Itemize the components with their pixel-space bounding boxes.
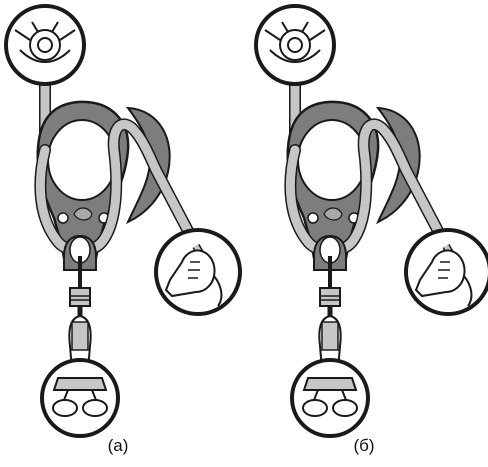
panel-b-illustration [256,6,488,436]
panel-a-caption: (а) [107,436,129,455]
panel-a-illustration [6,6,240,436]
panel-b-caption: (б) [353,436,375,455]
